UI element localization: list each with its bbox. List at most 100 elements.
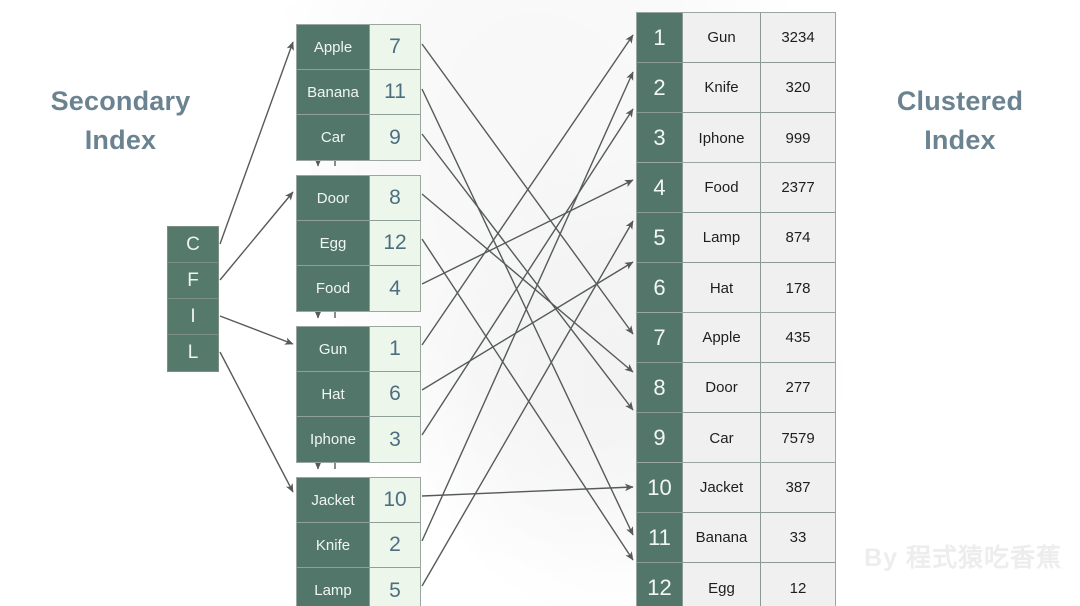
row-value-cell: 178 [761, 263, 835, 313]
secondary-index-row[interactable]: Apple 7 [297, 25, 420, 70]
table-row[interactable]: 3 Iphone 999 [637, 113, 835, 163]
row-name-cell: Gun [683, 13, 761, 62]
row-id-cell: 3 [637, 113, 683, 163]
table-row[interactable]: 6 Hat 178 [637, 263, 835, 313]
secondary-index-block-3[interactable]: Gun 1 Hat 6 Iphone 3 [296, 326, 421, 463]
row-id-cell: 11 [637, 513, 683, 562]
table-row[interactable]: 5 Lamp 874 [637, 213, 835, 263]
link-iphone-3 [421, 108, 634, 436]
secondary-value-cell: 12 [370, 221, 420, 265]
secondary-value-cell: 5 [370, 568, 420, 606]
row-id-cell: 7 [637, 313, 683, 362]
clustered-index-block-4[interactable]: 10 Jacket 387 11 Banana 33 12 Egg 12 [636, 462, 836, 606]
link-apple-7 [421, 43, 634, 335]
secondary-index-row[interactable]: Gun 1 [297, 327, 420, 372]
row-name-cell: Door [683, 363, 761, 412]
secondary-index-row[interactable]: Egg 12 [297, 221, 420, 266]
secondary-key-cell: Door [297, 176, 370, 220]
link-F-to-block2 [219, 191, 294, 281]
row-value-cell: 999 [761, 113, 835, 163]
row-value-cell: 277 [761, 363, 835, 412]
secondary-value-cell: 6 [370, 372, 420, 416]
link-jacket-10 [421, 483, 634, 497]
row-value-cell: 3234 [761, 13, 835, 62]
row-value-cell: 320 [761, 63, 835, 112]
row-value-cell: 2377 [761, 163, 835, 212]
secondary-value-cell: 1 [370, 327, 420, 371]
row-id-cell: 2 [637, 63, 683, 112]
secondary-index-block-1[interactable]: Apple 7 Banana 11 Car 9 [296, 24, 421, 161]
secondary-index-row[interactable]: Banana 11 [297, 70, 420, 115]
link-food-4 [421, 179, 634, 285]
author-watermark: By 程式猿吃香蕉 [864, 544, 1062, 572]
secondary-key-cell: Hat [297, 372, 370, 416]
secondary-index-row[interactable]: Hat 6 [297, 372, 420, 417]
row-value-cell: 12 [761, 563, 835, 606]
row-id-cell: 5 [637, 213, 683, 262]
link-knife-2 [421, 71, 634, 542]
row-id-cell: 9 [637, 413, 683, 463]
table-row[interactable]: 1 Gun 3234 [637, 13, 835, 63]
secondary-key-cell: Jacket [297, 478, 370, 522]
branch-key-f[interactable]: F [168, 263, 218, 299]
link-banana-11 [421, 88, 634, 536]
table-row[interactable]: 4 Food 2377 [637, 163, 835, 213]
branch-key-i[interactable]: I [168, 299, 218, 335]
link-I-to-block3 [219, 315, 294, 345]
branch-node[interactable]: C F I L [167, 226, 219, 372]
secondary-index-row[interactable]: Food 4 [297, 266, 420, 311]
row-value-cell: 435 [761, 313, 835, 362]
clustered-index-block-1[interactable]: 1 Gun 3234 2 Knife 320 3 Iphone 999 [636, 12, 836, 164]
table-row[interactable]: 9 Car 7579 [637, 413, 835, 463]
row-value-cell: 387 [761, 463, 835, 512]
secondary-index-row[interactable]: Jacket 10 [297, 478, 420, 523]
row-name-cell: Car [683, 413, 761, 463]
row-id-cell: 1 [637, 13, 683, 62]
link-gun-1 [421, 34, 634, 346]
secondary-value-cell: 7 [370, 25, 420, 69]
secondary-index-row[interactable]: Door 8 [297, 176, 420, 221]
secondary-value-cell: 3 [370, 417, 420, 462]
table-row[interactable]: 11 Banana 33 [637, 513, 835, 563]
secondary-key-cell: Gun [297, 327, 370, 371]
row-name-cell: Banana [683, 513, 761, 562]
secondary-index-row[interactable]: Lamp 5 [297, 568, 420, 606]
secondary-value-cell: 11 [370, 70, 420, 114]
secondary-value-cell: 8 [370, 176, 420, 220]
secondary-index-row[interactable]: Knife 2 [297, 523, 420, 568]
secondary-value-cell: 4 [370, 266, 420, 311]
secondary-value-cell: 2 [370, 523, 420, 567]
link-door-8 [421, 193, 634, 373]
secondary-index-row[interactable]: Car 9 [297, 115, 420, 160]
row-id-cell: 12 [637, 563, 683, 606]
row-value-cell: 7579 [761, 413, 835, 463]
secondary-key-cell: Apple [297, 25, 370, 69]
clustered-index-block-3[interactable]: 7 Apple 435 8 Door 277 9 Car 7579 [636, 312, 836, 464]
row-id-cell: 6 [637, 263, 683, 313]
secondary-key-cell: Iphone [297, 417, 370, 462]
secondary-index-block-2[interactable]: Door 8 Egg 12 Food 4 [296, 175, 421, 312]
secondary-key-cell: Knife [297, 523, 370, 567]
table-row[interactable]: 10 Jacket 387 [637, 463, 835, 513]
row-id-cell: 8 [637, 363, 683, 412]
secondary-key-cell: Egg [297, 221, 370, 265]
row-name-cell: Egg [683, 563, 761, 606]
table-row[interactable]: 12 Egg 12 [637, 563, 835, 606]
row-name-cell: Knife [683, 63, 761, 112]
row-value-cell: 874 [761, 213, 835, 262]
table-row[interactable]: 8 Door 277 [637, 363, 835, 413]
table-row[interactable]: 2 Knife 320 [637, 63, 835, 113]
secondary-value-cell: 9 [370, 115, 420, 160]
row-name-cell: Hat [683, 263, 761, 313]
row-name-cell: Jacket [683, 463, 761, 512]
secondary-index-block-4[interactable]: Jacket 10 Knife 2 Lamp 5 [296, 477, 421, 606]
row-name-cell: Lamp [683, 213, 761, 262]
table-row[interactable]: 7 Apple 435 [637, 313, 835, 363]
secondary-index-row[interactable]: Iphone 3 [297, 417, 420, 462]
clustered-index-block-2[interactable]: 4 Food 2377 5 Lamp 874 6 Hat 178 [636, 162, 836, 314]
secondary-key-cell: Banana [297, 70, 370, 114]
branch-key-l[interactable]: L [168, 335, 218, 371]
branch-key-c[interactable]: C [168, 227, 218, 263]
